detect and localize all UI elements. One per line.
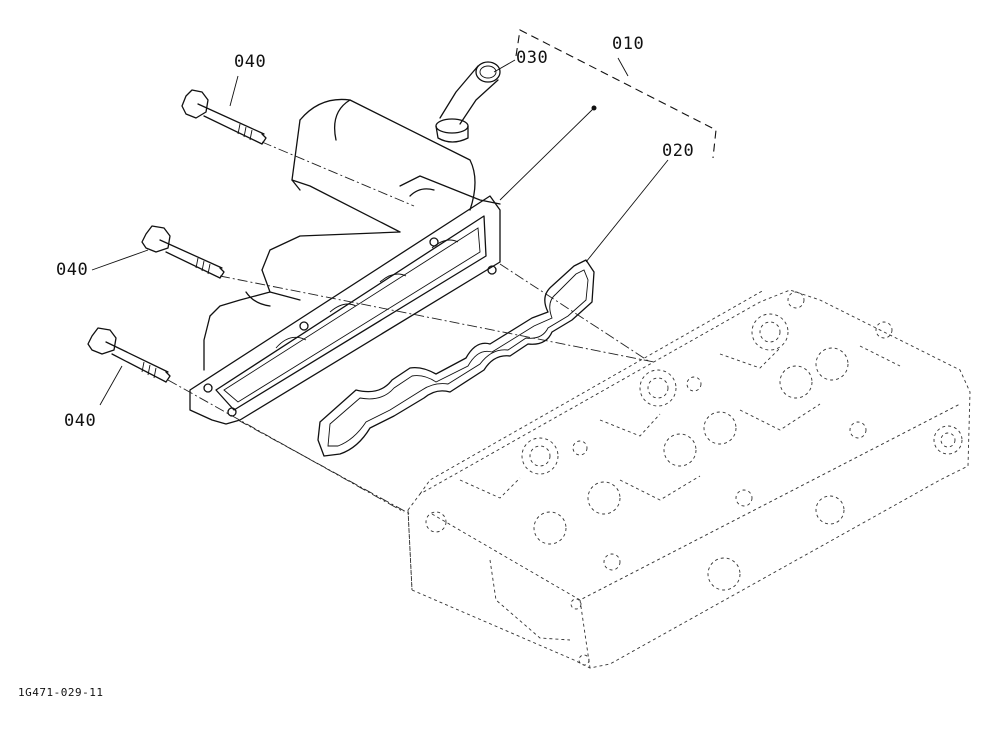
callout-030: 030 [516,48,549,68]
callout-020: 020 [662,141,695,161]
assembly-bracket [515,29,717,159]
callout-040-bottom: 040 [64,411,97,431]
projection-lines [167,141,655,515]
bolt-bottom [87,327,171,383]
leader-lines [91,59,669,406]
cover-housing [189,98,501,425]
drawing-id: 1G471-029-11 [18,686,104,699]
elbow-pipe [435,61,501,143]
callout-040-top: 040 [234,52,267,72]
bolt-middle [141,225,225,279]
callout-010: 010 [612,34,645,54]
callout-040-middle: 040 [56,260,89,280]
gasket [317,259,595,457]
bolt-top [181,89,267,145]
cylinder-head [407,289,971,669]
